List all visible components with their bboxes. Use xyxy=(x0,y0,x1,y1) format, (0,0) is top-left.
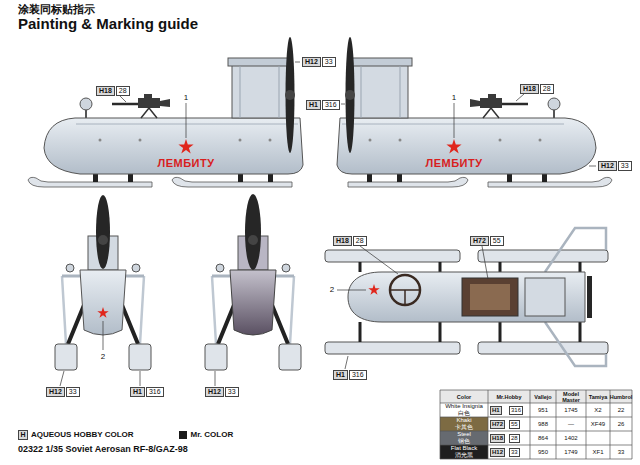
legend-swatch xyxy=(179,431,187,439)
table-cell: XF1 xyxy=(586,445,610,459)
color-code: H12 xyxy=(598,161,617,171)
table-cell: 950 xyxy=(530,445,556,459)
legend-item: AQUEOUS HOBBY COLOR xyxy=(18,430,134,440)
color-code: H18 xyxy=(96,86,115,96)
table-cell: 33 xyxy=(610,445,632,459)
legend-text: AQUEOUS HOBBY COLOR xyxy=(31,430,134,440)
color-name-chinese: 消光黑 xyxy=(440,452,488,459)
color-name-chinese: 钢色 xyxy=(440,438,488,445)
table-cell: XF49 xyxy=(586,417,610,431)
color-name-chinese: 卡其色 xyxy=(440,424,488,431)
color-code: H1 xyxy=(333,370,348,380)
color-code: H12 xyxy=(46,387,65,397)
mr-color-code: 33 xyxy=(225,387,239,397)
color-code: H12 xyxy=(205,387,224,397)
table-cell: 26 xyxy=(610,417,632,431)
table-header: Mr.Hobby xyxy=(488,390,530,403)
caption: 02322 1/35 Soviet Aerosan RF-8/GAZ-98 xyxy=(18,444,188,455)
mr-color-code: 33 xyxy=(618,161,632,171)
color-name: Flat Black xyxy=(440,445,488,452)
color-name-chinese: 白色 xyxy=(440,410,488,417)
table-cell: 22 xyxy=(610,403,632,417)
table-header: Vallejo xyxy=(530,390,556,403)
table-cell: 55 xyxy=(509,420,520,429)
table-cell: H18 xyxy=(490,434,505,443)
table-cell: X2 xyxy=(586,403,610,417)
mr-color-code: 316 xyxy=(146,387,164,397)
color-name: White Insignia xyxy=(440,403,488,410)
title: Painting & Marking guide xyxy=(18,15,198,32)
table-cell: H72 xyxy=(490,420,505,429)
table-header: Tamiya xyxy=(586,390,610,403)
vehicle-name: ЛЕМБИТУ xyxy=(425,157,482,169)
color-code: H1 xyxy=(130,387,145,397)
table-header: Model Master xyxy=(556,390,586,403)
mr-color-code: 316 xyxy=(322,100,340,110)
mr-color-code: 316 xyxy=(349,370,367,380)
legend: AQUEOUS HOBBY COLOR Mr. COLOR xyxy=(18,430,278,440)
table-cell: H12 xyxy=(490,448,505,457)
mr-color-code: 33 xyxy=(322,57,336,67)
color-code: H18 xyxy=(333,236,352,246)
table-cell: 1745 xyxy=(556,403,586,417)
table-cell: H1 xyxy=(490,406,502,415)
table-cell: 33 xyxy=(509,448,520,457)
table-header: Humbrol xyxy=(610,390,632,403)
vehicle-name: ЛЕМБИТУ xyxy=(157,157,214,169)
legend-text: Mr. COLOR xyxy=(191,430,234,440)
legend-symbol: H xyxy=(18,430,28,440)
mr-color-code: 55 xyxy=(490,236,504,246)
table-cell: — xyxy=(556,417,586,431)
color-name: Steel xyxy=(440,431,488,438)
legend-item: Mr. COLOR xyxy=(179,430,234,440)
table-cell: 1402 xyxy=(556,431,586,445)
mr-color-code: 28 xyxy=(540,84,554,94)
chinese-title: 涂装同标贴指示 xyxy=(18,3,95,16)
callout-number: 1 xyxy=(452,93,456,102)
table-cell: 28 xyxy=(509,434,520,443)
callout-number: 2 xyxy=(101,352,105,361)
callout-number: 1 xyxy=(184,93,188,102)
mr-color-code: 28 xyxy=(353,236,367,246)
table-cell: 864 xyxy=(530,431,556,445)
table-cell: 1749 xyxy=(556,445,586,459)
color-code: H12 xyxy=(302,57,321,67)
table-cell: 316 xyxy=(509,406,523,415)
mr-color-code: 28 xyxy=(116,86,130,96)
color-name: Khaki xyxy=(440,417,488,424)
color-code: H1 xyxy=(306,100,321,110)
callout-number: 2 xyxy=(330,285,334,294)
table-cell: 988 xyxy=(530,417,556,431)
mr-color-code: 33 xyxy=(66,387,80,397)
table-cell: 951 xyxy=(530,403,556,417)
table-header: Color xyxy=(440,390,488,403)
color-code: H72 xyxy=(470,236,489,246)
color-code: H18 xyxy=(520,84,539,94)
